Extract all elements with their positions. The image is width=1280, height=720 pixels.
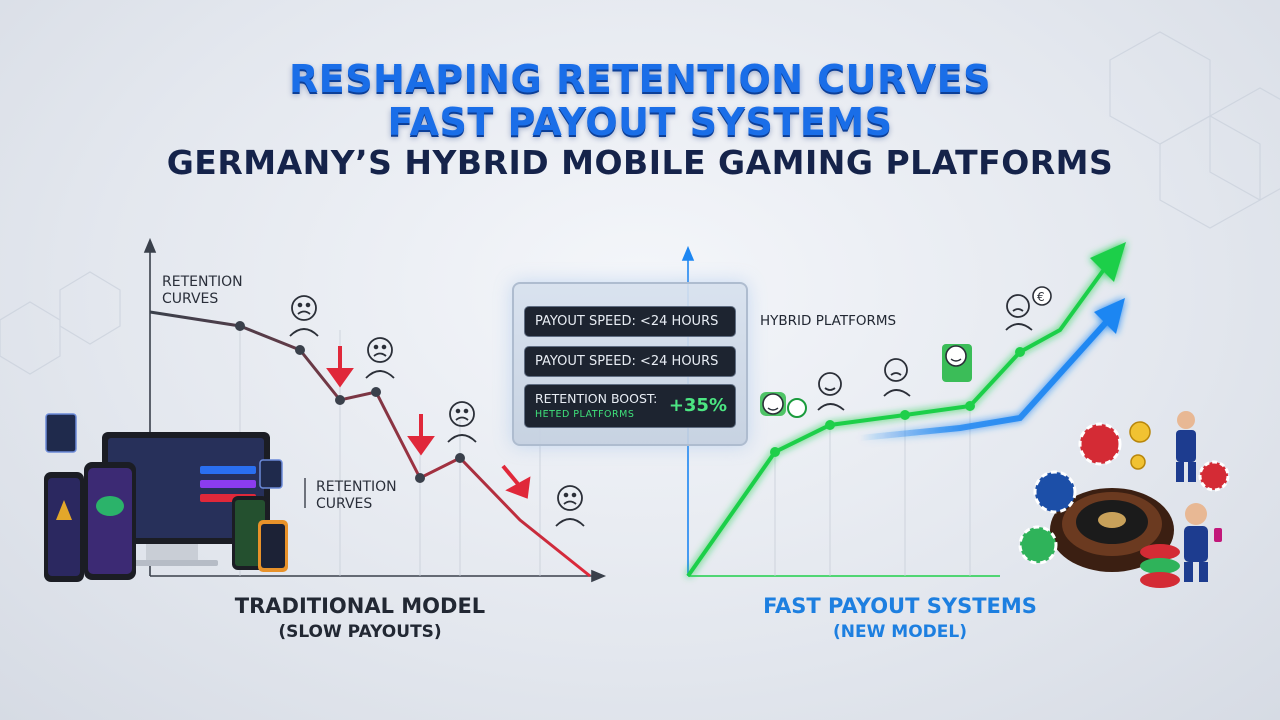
retention-boost-value: +35%: [668, 395, 727, 416]
euro-coin-icon: €: [1032, 286, 1052, 306]
traditional-model-caption: TRADITIONAL MODEL (SLOW PAYOUTS): [200, 594, 520, 642]
caption-main: TRADITIONAL MODEL: [234, 594, 486, 618]
sad-face-icon: [1005, 294, 1033, 331]
smartphone-icon: [84, 462, 136, 580]
new-model-caption: FAST PAYOUT SYSTEMS (NEW MODEL): [740, 594, 1060, 642]
smartphone-icon: [44, 472, 84, 582]
payout-speed-pill-2: PAYOUT SPEED: <24 HOURS: [524, 346, 736, 377]
left-axis-label-mid: RETENTION CURVES: [316, 479, 397, 513]
smartphone-icon: [258, 520, 288, 572]
sad-face-icon: [555, 485, 585, 527]
app-card-icon: [45, 413, 283, 489]
businessman-figure-icon: [1176, 411, 1196, 482]
sad-face-icon: [883, 358, 911, 397]
axis-label-line: RETENTION: [316, 479, 397, 495]
retention-boost-pill: RETENTION BOOST: HETED PLATFORMS +35%: [524, 384, 736, 428]
sad-face-icon: [365, 337, 395, 379]
happy-face-icon: [817, 372, 845, 411]
green-growth-line: [686, 266, 1107, 578]
businessman-figure-icon: [1184, 503, 1222, 582]
svg-text:€: €: [1037, 290, 1045, 304]
sad-face-icon: [289, 295, 319, 337]
blue-growth-line: [859, 315, 1113, 441]
payout-info-panel: PAYOUT SPEED: <24 HOURS PAYOUT SPEED: <2…: [512, 282, 748, 446]
growth-points: [770, 347, 1025, 457]
retention-boost-label: RETENTION BOOST:: [535, 391, 658, 406]
axis-label-line: RETENTION: [162, 274, 243, 290]
axis-label-line: CURVES: [162, 290, 219, 307]
axis-label-line: CURVES: [316, 495, 373, 512]
hybrid-platforms-label: HYBRID PLATFORMS: [760, 313, 897, 329]
caption-sub: (SLOW PAYOUTS): [278, 622, 442, 642]
title-line-2: FAST PAYOUT SYSTEMS: [387, 99, 893, 144]
retention-boost-sublabel: HETED PLATFORMS: [535, 409, 635, 420]
casino-chip-icon: [1018, 422, 1230, 588]
title-line-3: GERMANY’S HYBRID MOBILE GAMING PLATFORMS: [166, 143, 1114, 183]
caption-main: FAST PAYOUT SYSTEMS: [763, 594, 1037, 618]
red-down-arrows: [326, 346, 531, 499]
caption-sub: (NEW MODEL): [833, 622, 967, 642]
euro-coin-icon: [1129, 421, 1151, 470]
happy-face-icon: [760, 392, 807, 418]
happy-face-icon: [942, 344, 972, 382]
decline-points: [235, 321, 465, 483]
left-axis-label-top: RETENTION CURVES: [162, 274, 243, 308]
desktop-monitor-icon: [102, 432, 270, 566]
payout-speed-pill-1: PAYOUT SPEED: <24 HOURS: [524, 306, 736, 337]
title-block: RESHAPING RETENTION CURVES FAST PAYOUT S…: [0, 58, 1280, 182]
sad-face-icon: [447, 401, 477, 443]
title-line-1: RESHAPING RETENTION CURVES: [288, 57, 992, 101]
